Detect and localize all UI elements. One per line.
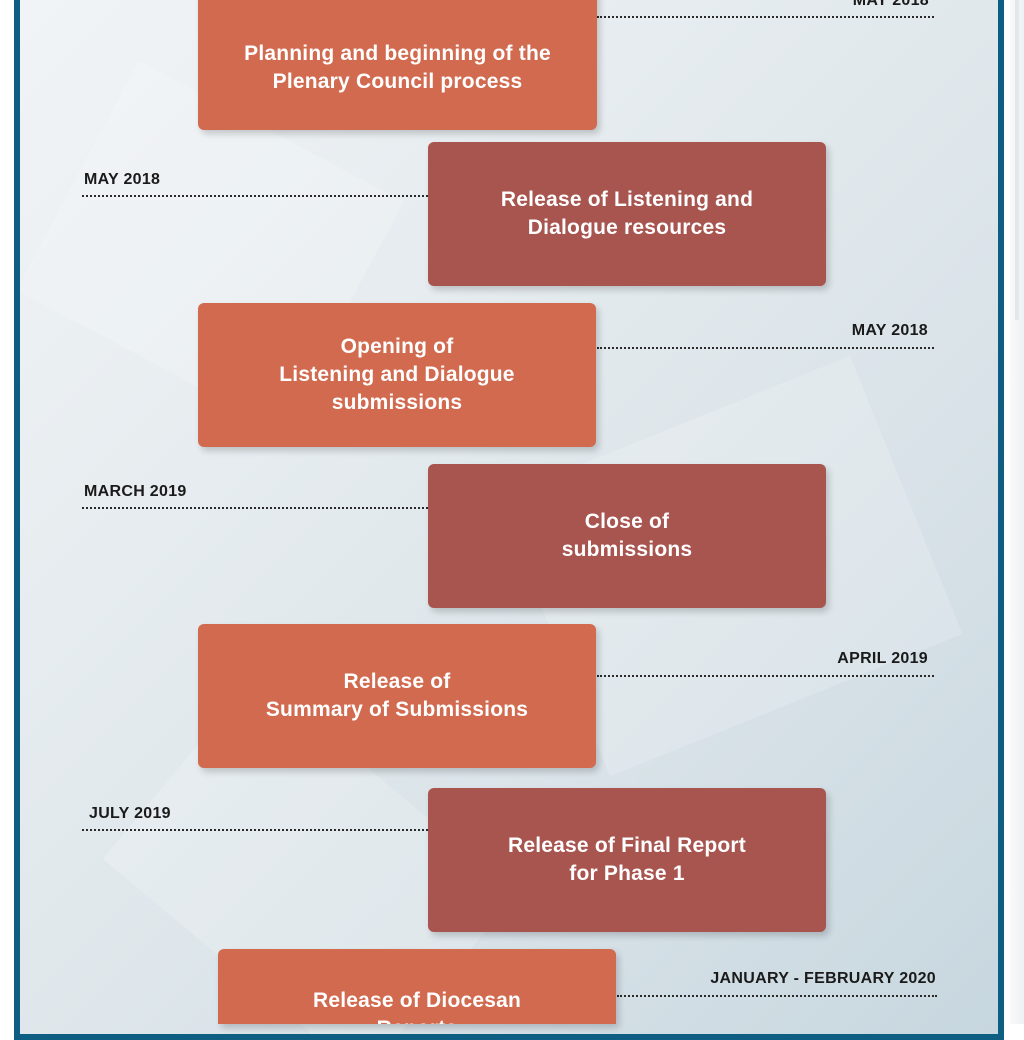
event-date: MARCH 2019 [84, 483, 187, 500]
date-connector-line [82, 195, 428, 197]
event-date: APRIL 2019 [837, 650, 928, 667]
date-connector-line [82, 829, 428, 831]
date-connector-line [617, 995, 937, 997]
event-box: Release of Diocesan Reports [218, 949, 616, 1024]
date-connector-line [597, 347, 934, 349]
event-date: MAY 2018 [851, 322, 928, 339]
event-date: JULY 2019 [89, 805, 171, 822]
event-box: Release of Final Report for Phase 1 [428, 788, 826, 932]
event-box: Opening of Listening and Dialogue submis… [198, 303, 596, 447]
event-date: JANUARY - FEBRUARY 2020 [710, 970, 936, 987]
date-connector-line [597, 16, 934, 18]
date-connector-line [82, 507, 428, 509]
event-box: Close of submissions [428, 464, 826, 608]
page-edge-strip [1010, 0, 1024, 1024]
event-date: MAY 2018 [84, 171, 161, 188]
event-box: Release of Summary of Submissions [198, 624, 596, 768]
event-box: Planning and beginning of the Plenary Co… [198, 0, 597, 130]
event-box: Release of Listening and Dialogue resour… [428, 142, 826, 286]
event-date: MAY 2018 [852, 0, 929, 9]
date-connector-line [597, 675, 934, 677]
